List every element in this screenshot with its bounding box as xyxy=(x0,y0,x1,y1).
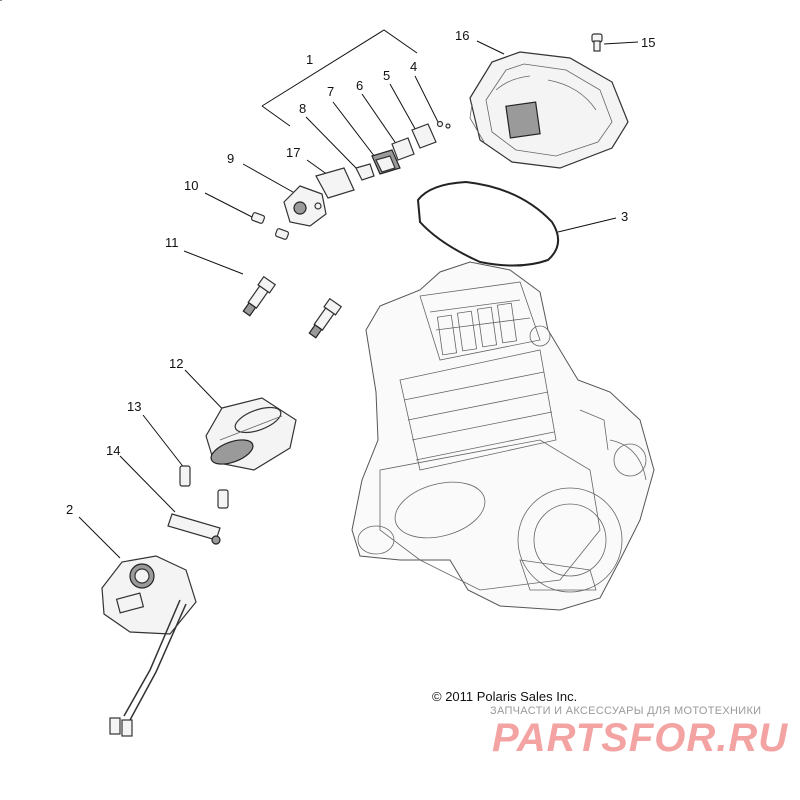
callout-3: 3 xyxy=(621,209,628,224)
callout-16: 16 xyxy=(455,28,469,43)
callout-11: 11 xyxy=(165,235,179,250)
leader-7 xyxy=(332,101,376,158)
leader-13 xyxy=(142,414,186,470)
callout-4: 4 xyxy=(410,59,417,74)
leader-14 xyxy=(119,455,176,513)
small-parts-stack xyxy=(315,120,451,199)
leader-5 xyxy=(389,83,419,135)
copyright-text: © 2011 Polaris Sales Inc. xyxy=(432,689,578,704)
gasket-7-inner xyxy=(375,155,396,173)
callout-17: 17 xyxy=(286,145,300,160)
watermark-logo: PARTSFOR.RU xyxy=(492,716,789,760)
spark-plugs-11 xyxy=(242,275,343,339)
leader-16 xyxy=(476,40,505,55)
plate-6 xyxy=(391,137,415,161)
leader-3 xyxy=(557,217,617,233)
leader-4 xyxy=(414,75,439,123)
callout-7: 7 xyxy=(327,84,334,99)
intake-boot-12 xyxy=(205,397,297,471)
valve-cover-gasket-3 xyxy=(416,180,559,267)
callout-13: 13 xyxy=(127,399,141,414)
callout-labels: 1 2 3 4 5 6 7 8 9 10 11 12 13 14 15 16 1… xyxy=(66,28,655,517)
leader-15 xyxy=(603,41,639,45)
sensor-housing-9 xyxy=(283,185,327,227)
callout-5: 5 xyxy=(383,68,390,83)
bolts-10 xyxy=(250,212,290,240)
leader-11 xyxy=(183,250,244,275)
bolt-15 xyxy=(591,33,603,52)
plate-5 xyxy=(411,123,437,149)
callout-2: 2 xyxy=(66,502,73,517)
watermark-subtitle: ЗАПЧАСТИ И АКСЕССУАРЫ ДЛЯ МОТОТЕХНИКИ xyxy=(490,705,762,717)
leader-6 xyxy=(361,93,398,146)
leader-10 xyxy=(204,192,255,219)
callout-8: 8 xyxy=(299,101,306,116)
bolts-13 xyxy=(179,465,229,509)
callout-6: 6 xyxy=(356,78,363,93)
rod-14 xyxy=(167,513,221,545)
leader-1-left xyxy=(261,105,291,127)
callout-9: 9 xyxy=(227,151,234,166)
valve-cover-16 xyxy=(469,51,629,169)
part-4 xyxy=(436,120,444,128)
gasket-17 xyxy=(315,167,355,199)
callout-12: 12 xyxy=(169,356,183,371)
plate-8 xyxy=(355,163,375,181)
leader-17 xyxy=(306,159,329,176)
callout-15: 15 xyxy=(641,35,655,50)
leader-8 xyxy=(305,116,359,171)
callout-14: 14 xyxy=(106,443,120,458)
throttle-body-2 xyxy=(101,555,197,737)
leader-1-bracket xyxy=(261,29,418,107)
leader-lines xyxy=(0,0,639,559)
part-4b xyxy=(445,123,451,129)
engine-assembly xyxy=(351,261,655,611)
callout-10: 10 xyxy=(184,178,198,193)
callout-1: 1 xyxy=(306,52,313,67)
leader-9 xyxy=(242,163,301,197)
leader-2 xyxy=(78,516,121,559)
